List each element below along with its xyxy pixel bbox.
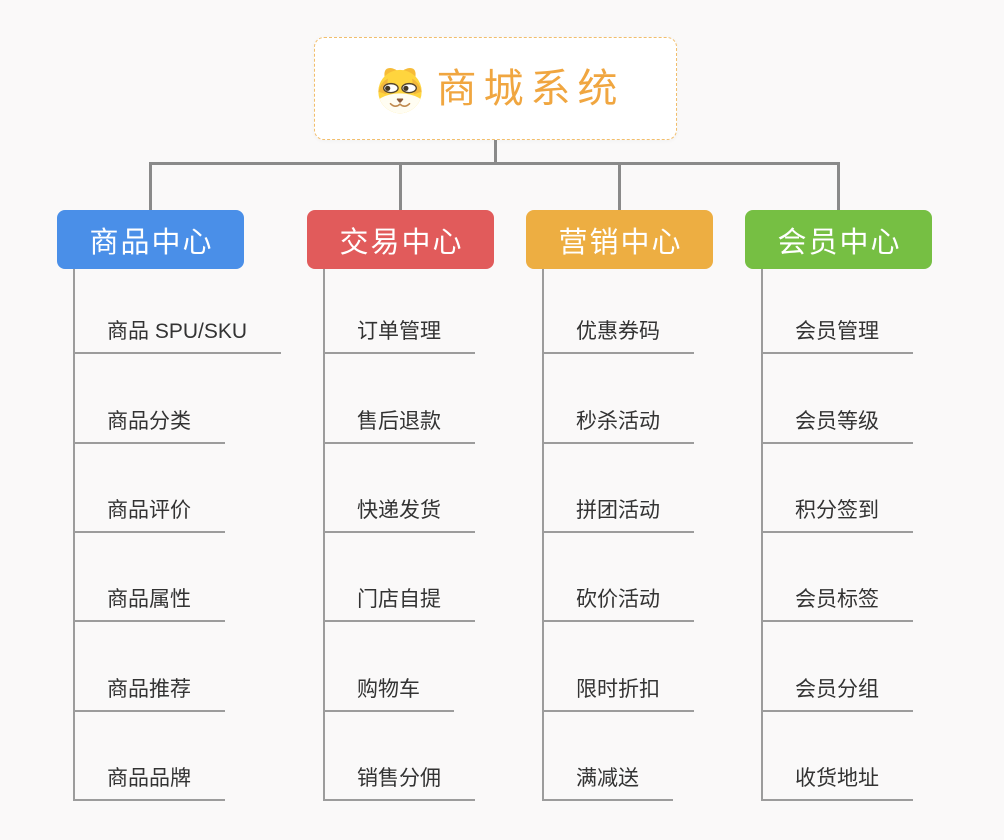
branch-node-member-center[interactable]: 会员中心 — [745, 210, 932, 269]
topic-node[interactable]: 秒杀活动 — [542, 406, 694, 444]
topic-node[interactable]: 快递发货 — [323, 495, 475, 533]
topic-node[interactable]: 商品 SPU/SKU — [73, 316, 282, 354]
topic-node[interactable]: 满减送 — [542, 763, 673, 801]
topic-node[interactable]: 会员分组 — [761, 674, 913, 712]
topic-node[interactable]: 商品推荐 — [73, 674, 225, 712]
root-connector-line — [494, 140, 497, 163]
topic-node[interactable]: 会员标签 — [761, 584, 913, 622]
root-title: 商城系统 — [436, 66, 625, 111]
branch-node-trade-center[interactable]: 交易中心 — [307, 210, 494, 269]
branch-bus-line — [149, 162, 840, 165]
branch-spine-line — [323, 269, 325, 801]
topic-node[interactable]: 销售分佣 — [323, 763, 475, 801]
topic-node[interactable]: 砍价活动 — [542, 584, 694, 622]
topic-node[interactable]: 收货地址 — [761, 763, 913, 801]
drop-line-2 — [399, 162, 402, 210]
topic-node[interactable]: 门店自提 — [323, 584, 475, 622]
drop-line-4 — [837, 162, 840, 210]
branch-spine-line — [761, 269, 763, 801]
dog-face-icon — [377, 67, 422, 113]
topic-node[interactable]: 商品品牌 — [73, 763, 225, 801]
drop-line-3 — [618, 162, 621, 210]
topic-node[interactable]: 售后退款 — [323, 406, 475, 444]
topic-node[interactable]: 购物车 — [323, 674, 454, 712]
topic-node[interactable]: 优惠券码 — [542, 316, 694, 354]
drop-line-1 — [149, 162, 152, 210]
branch-spine-line — [542, 269, 544, 801]
topic-node[interactable]: 拼团活动 — [542, 495, 694, 533]
branch-node-product-center[interactable]: 商品中心 — [57, 210, 244, 269]
topic-node[interactable]: 会员等级 — [761, 406, 913, 444]
topic-node[interactable]: 商品评价 — [73, 495, 225, 533]
topic-node[interactable]: 积分签到 — [761, 495, 913, 533]
topic-node[interactable]: 限时折扣 — [542, 674, 694, 712]
topic-node[interactable]: 商品分类 — [73, 406, 225, 444]
topic-node[interactable]: 会员管理 — [761, 316, 913, 354]
topic-node[interactable]: 商品属性 — [73, 584, 225, 622]
branch-spine-line — [73, 269, 75, 801]
branch-node-marketing-center[interactable]: 营销中心 — [526, 210, 713, 269]
root-node-mall-system[interactable]: 商城系统 — [314, 37, 677, 140]
topic-node[interactable]: 订单管理 — [323, 316, 475, 354]
